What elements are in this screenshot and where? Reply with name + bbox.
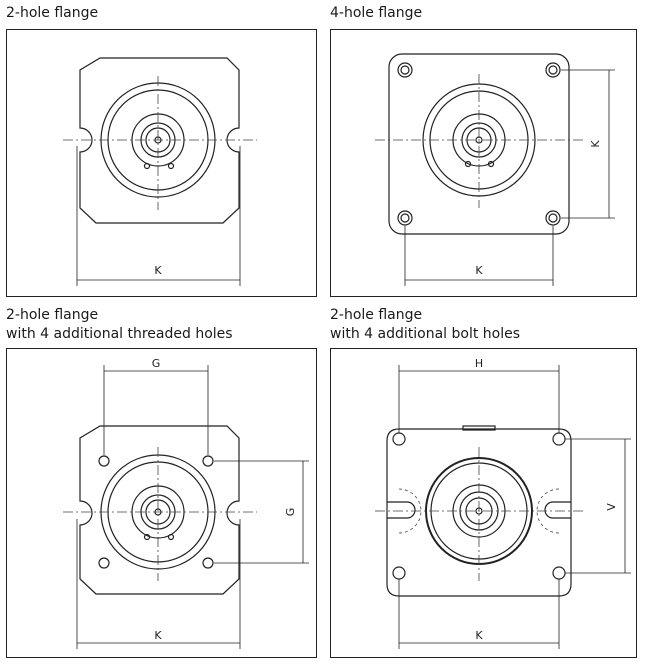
screw-right <box>487 160 495 168</box>
slot-right-hidden <box>536 488 560 534</box>
threaded-hole-br <box>202 557 214 569</box>
caption-line: 4-hole flange <box>330 5 423 21</box>
dim-label-g-side: G <box>284 508 297 517</box>
bolt-hole-tr <box>552 432 566 446</box>
bolt-hole-br-inner <box>548 213 558 223</box>
caption-2-hole-threaded: 2-hole flange with 4 additional threaded… <box>6 306 233 344</box>
bolt-hole-bl-inner <box>400 213 410 223</box>
flange-outline <box>388 53 570 235</box>
dim-label-k-v: K <box>589 140 602 148</box>
dim-label-k: K <box>475 629 483 642</box>
top-boss <box>462 425 496 431</box>
screw-left <box>143 533 151 541</box>
flange-outline <box>79 425 240 595</box>
threaded-hole-tl <box>98 455 110 467</box>
bolt-hole-tl <box>397 62 413 78</box>
dim-label-k: K <box>154 264 162 277</box>
caption-line: 2-hole flange <box>330 307 423 323</box>
slot-left-hidden <box>398 488 422 534</box>
bolt-hole-br <box>545 210 561 226</box>
dim-label-k-h: K <box>475 264 483 277</box>
dim-label-v: V <box>605 503 618 511</box>
flange-drawing: G K G <box>63 357 309 649</box>
bolt-hole-br <box>552 566 566 580</box>
screw-left <box>464 160 472 168</box>
caption-2-hole-bolt: 2-hole flange with 4 additional bolt hol… <box>330 306 520 344</box>
caption-line-2: with 4 additional threaded holes <box>6 326 233 342</box>
screw-right <box>167 533 175 541</box>
bolt-hole-tl <box>392 432 406 446</box>
flange-drawing: K <box>63 57 257 286</box>
dim-label-h: H <box>475 357 483 370</box>
panel-2-hole-flange: K <box>6 29 317 297</box>
flange-outline <box>79 57 240 224</box>
dim-label-k: K <box>154 629 162 642</box>
threaded-hole-bl <box>98 557 110 569</box>
caption-line: 2-hole flange <box>6 5 99 21</box>
caption-line-2: with 4 additional bolt holes <box>330 326 521 342</box>
bolt-hole-tr-inner <box>548 65 558 75</box>
caption-4-hole-flange: 4-hole flange <box>330 4 422 23</box>
bolt-hole-tl-inner <box>400 65 410 75</box>
dim-label-g-top: G <box>152 357 161 370</box>
flange-drawing: K K <box>375 53 615 286</box>
bolt-hole-bl <box>397 210 413 226</box>
flange-drawing: H K V <box>375 357 631 649</box>
panel-4-hole-flange: K K <box>330 29 637 297</box>
screw-left <box>143 162 151 170</box>
slot-left <box>387 501 416 519</box>
slot-right <box>544 501 571 519</box>
bolt-hole-tr <box>545 62 561 78</box>
panel-2-hole-bolt: H K V <box>330 348 637 658</box>
caption-line: 2-hole flange <box>6 307 99 323</box>
bolt-hole-bl <box>392 566 406 580</box>
screw-right <box>167 162 175 170</box>
panel-2-hole-threaded: G K G <box>6 348 317 658</box>
caption-2-hole-flange: 2-hole flange <box>6 4 98 23</box>
threaded-hole-tr <box>202 455 214 467</box>
